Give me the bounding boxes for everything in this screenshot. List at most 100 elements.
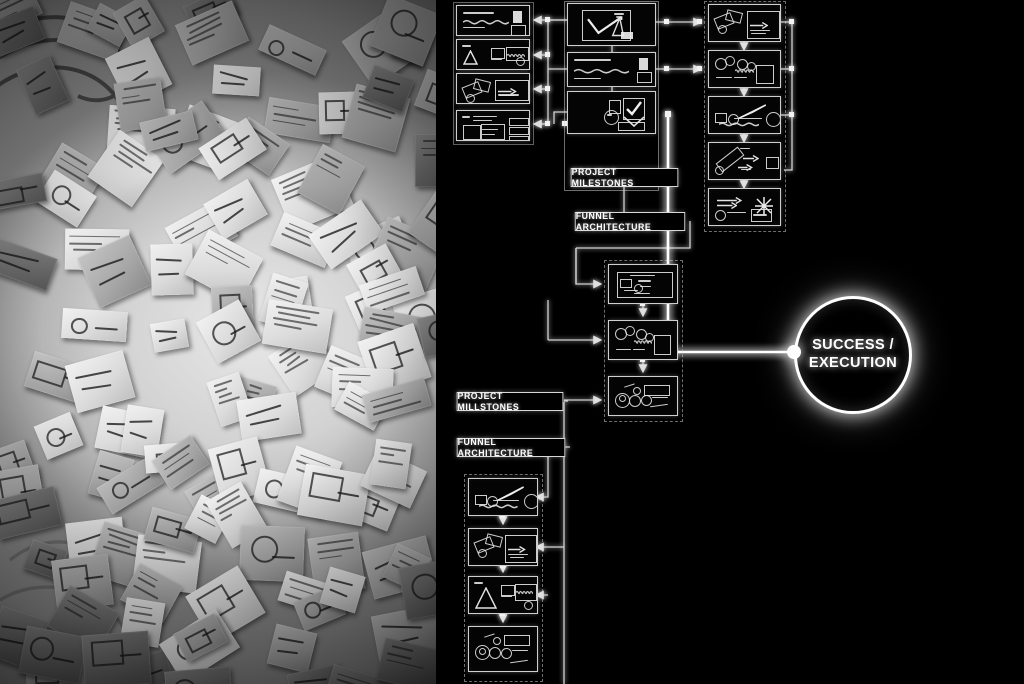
sketch-card-top-center-1[interactable]	[567, 3, 656, 46]
sketch-card-top-right-3[interactable]	[708, 96, 781, 134]
sketch-circle	[466, 94, 475, 103]
sketch-card-top-left-2[interactable]	[456, 39, 530, 70]
sketch-stroke	[607, 114, 613, 116]
sketch-circle	[715, 209, 726, 221]
sketch-card-top-right-1[interactable]	[708, 4, 781, 42]
sketch-card-top-right-2[interactable]	[708, 50, 781, 88]
sketch-circle	[727, 114, 739, 126]
sketch-card-top-left-1[interactable]	[456, 5, 530, 36]
sketch-card-top-left-3[interactable]	[456, 73, 530, 104]
sketch-scribble	[506, 53, 526, 58]
sketch-scribble	[515, 590, 534, 595]
sketch-vee	[623, 116, 645, 128]
sketch-card-top-right-4[interactable]	[708, 142, 781, 180]
sketch-box	[495, 80, 529, 101]
sketch-box	[475, 494, 487, 505]
success-line-1: SUCCESS /	[812, 337, 894, 354]
sketch-box	[480, 124, 505, 140]
sketch-stroke	[616, 349, 632, 351]
sketch-stroke	[508, 554, 528, 556]
sketch-stroke	[614, 13, 625, 15]
sketch-card-top-left-4[interactable]	[456, 110, 530, 141]
sketch-card-bottom-left-3[interactable]	[468, 576, 538, 614]
sketch-circle	[718, 25, 727, 34]
sketch-stroke	[733, 117, 762, 120]
sketch-circle	[619, 395, 626, 403]
sticky-notes-photo	[0, 0, 436, 684]
sketch-box	[508, 118, 529, 126]
sketch-card-mid-center-2[interactable]	[608, 320, 678, 360]
sketch-box	[637, 72, 652, 83]
sketch-circle	[634, 284, 644, 294]
sketch-stroke	[630, 275, 656, 277]
sketch-circle	[487, 496, 499, 508]
sketch-card-top-right-5[interactable]	[708, 188, 781, 226]
sketch-stroke	[512, 650, 528, 652]
lbl-top-funnel[interactable]: FUNNEL ARCHITECTURE	[574, 211, 686, 233]
lbl-bot-milestones[interactable]: PROJECT MILLSTONES	[456, 390, 564, 413]
sketch-circle	[523, 494, 537, 510]
sketch-flag	[497, 486, 524, 501]
sketch-card-mid-center-1[interactable]	[608, 264, 678, 304]
sketch-box	[644, 385, 670, 396]
sketch-stroke	[632, 349, 646, 351]
sketch-stroke	[634, 293, 650, 295]
sketch-stroke	[716, 77, 733, 79]
sketch-box	[623, 98, 645, 120]
lbl-bot-funnel[interactable]: FUNNEL ARCHITECTURE	[456, 436, 566, 459]
sketch-card-top-center-3[interactable]	[567, 91, 656, 134]
sketch-stroke	[509, 557, 524, 559]
sketch-box	[746, 11, 780, 39]
sketch-stroke	[652, 397, 668, 399]
sketch-wave	[574, 68, 630, 74]
group-frame-top-left	[453, 2, 534, 145]
sketch-card-bottom-left-1[interactable]	[468, 478, 538, 516]
group-frame-top-right	[704, 1, 786, 232]
sketch-stroke	[649, 403, 668, 408]
sketch-circle	[501, 648, 513, 660]
sketch-stroke	[463, 27, 486, 29]
sketch-fill	[621, 32, 634, 39]
success-execution-node[interactable]: SUCCESS / EXECUTION	[794, 296, 912, 414]
sketch-triangle-svg	[463, 50, 478, 65]
sketch-circle	[524, 601, 533, 610]
sketch-stroke	[638, 280, 651, 282]
sketch-circle	[478, 549, 487, 558]
sketch-burst	[755, 197, 774, 215]
success-hub-dot	[787, 345, 801, 359]
success-label: SUCCESS / EXECUTION	[809, 337, 897, 372]
sketch-circle	[632, 387, 641, 395]
sketch-stroke	[741, 169, 752, 171]
group-frame-mid-center	[604, 260, 683, 422]
sketch-arrow	[717, 197, 742, 204]
sketch-triangle-svg	[475, 587, 497, 609]
sketch-stroke	[463, 12, 495, 14]
sketch-arrow	[749, 22, 769, 30]
sketch-circle	[725, 56, 735, 66]
sketch-card-top-center-2[interactable]	[567, 52, 656, 87]
sketch-check	[626, 101, 642, 116]
sketch-arrow	[717, 201, 738, 209]
sketch-stroke	[739, 148, 750, 150]
sketch-wave	[463, 19, 509, 25]
sketch-card-bottom-left-4[interactable]	[468, 626, 538, 672]
sketch-box	[463, 125, 482, 140]
sketch-arrow	[742, 155, 759, 162]
sketch-box	[504, 635, 530, 646]
lbl-bot-funnel-text: FUNNEL ARCHITECTURE	[457, 436, 534, 459]
sketch-card-mid-center-3[interactable]	[608, 376, 678, 416]
lbl-bot-milestones-text: PROJECT MILLSTONES	[457, 390, 520, 413]
sketch-circle	[516, 57, 525, 66]
sketch-wave	[719, 122, 760, 127]
sketch-card-bottom-left-2[interactable]	[468, 528, 538, 566]
lbl-top-milestones-text: PROJECT MILESTONES	[571, 166, 634, 189]
lbl-top-milestones[interactable]: PROJECT MILESTONES	[570, 166, 679, 189]
sketch-circle	[625, 326, 635, 336]
sketch-circle	[492, 637, 501, 645]
sketch-stroke	[462, 116, 470, 118]
sketch-stroke	[727, 211, 746, 214]
sketch-box	[491, 48, 506, 59]
sketch-circle	[479, 648, 486, 656]
sketch-arrow	[498, 88, 517, 96]
